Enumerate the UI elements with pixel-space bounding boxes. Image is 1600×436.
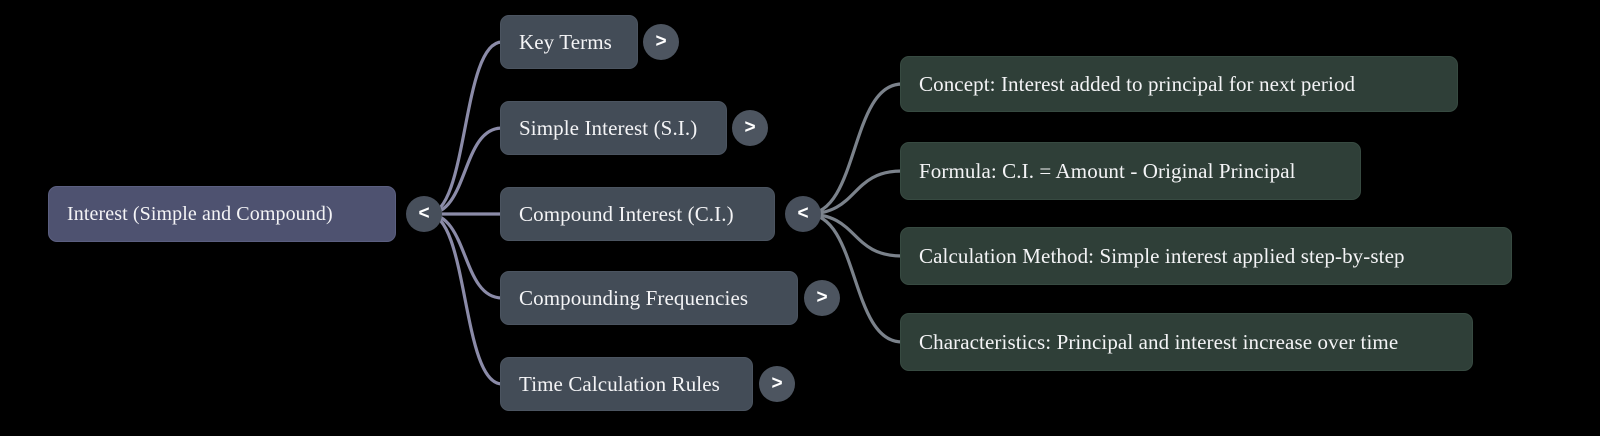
node-label: Time Calculation Rules: [519, 371, 720, 396]
node-label: Characteristics: Principal and interest …: [919, 329, 1399, 354]
node-label: Compound Interest (C.I.): [519, 201, 734, 226]
mindmap-node-root[interactable]: Interest (Simple and Compound): [48, 186, 396, 242]
node-label: Key Terms: [519, 29, 612, 54]
chevron-right-icon: >: [655, 30, 667, 52]
node-label: Simple Interest (S.I.): [519, 115, 698, 140]
mindmap-node-concept[interactable]: Concept: Interest added to principal for…: [900, 56, 1458, 112]
chevron-right-icon: >: [771, 372, 783, 394]
mindmap-node-simple-interest[interactable]: Simple Interest (S.I.): [500, 101, 727, 155]
collapse-toggle-compound-interest[interactable]: <: [785, 196, 821, 232]
node-label: Compounding Frequencies: [519, 285, 749, 310]
node-label: Calculation Method: Simple interest appl…: [919, 243, 1405, 268]
node-label: Interest (Simple and Compound): [67, 202, 333, 225]
node-label: Concept: Interest added to principal for…: [919, 71, 1356, 96]
chevron-right-icon: >: [816, 286, 828, 308]
mindmap-node-characteristics[interactable]: Characteristics: Principal and interest …: [900, 313, 1473, 371]
mindmap-node-formula[interactable]: Formula: C.I. = Amount - Original Princi…: [900, 142, 1361, 200]
chevron-left-icon: <: [797, 202, 809, 224]
expand-toggle-simple-interest[interactable]: >: [732, 110, 768, 146]
chevron-right-icon: >: [744, 116, 756, 138]
mindmap-node-compounding-frequencies[interactable]: Compounding Frequencies: [500, 271, 798, 325]
collapse-toggle-root[interactable]: <: [406, 196, 442, 232]
expand-toggle-time-calculation-rules[interactable]: >: [759, 366, 795, 402]
expand-toggle-compounding-frequencies[interactable]: >: [804, 280, 840, 316]
chevron-left-icon: <: [418, 202, 430, 224]
mindmap-node-key-terms[interactable]: Key Terms: [500, 15, 638, 69]
node-label: Formula: C.I. = Amount - Original Princi…: [919, 158, 1296, 183]
mindmap-node-compound-interest[interactable]: Compound Interest (C.I.): [500, 187, 775, 241]
mindmap-node-time-calculation-rules[interactable]: Time Calculation Rules: [500, 357, 753, 411]
mindmap-node-calculation-method[interactable]: Calculation Method: Simple interest appl…: [900, 227, 1512, 285]
expand-toggle-key-terms[interactable]: >: [643, 24, 679, 60]
